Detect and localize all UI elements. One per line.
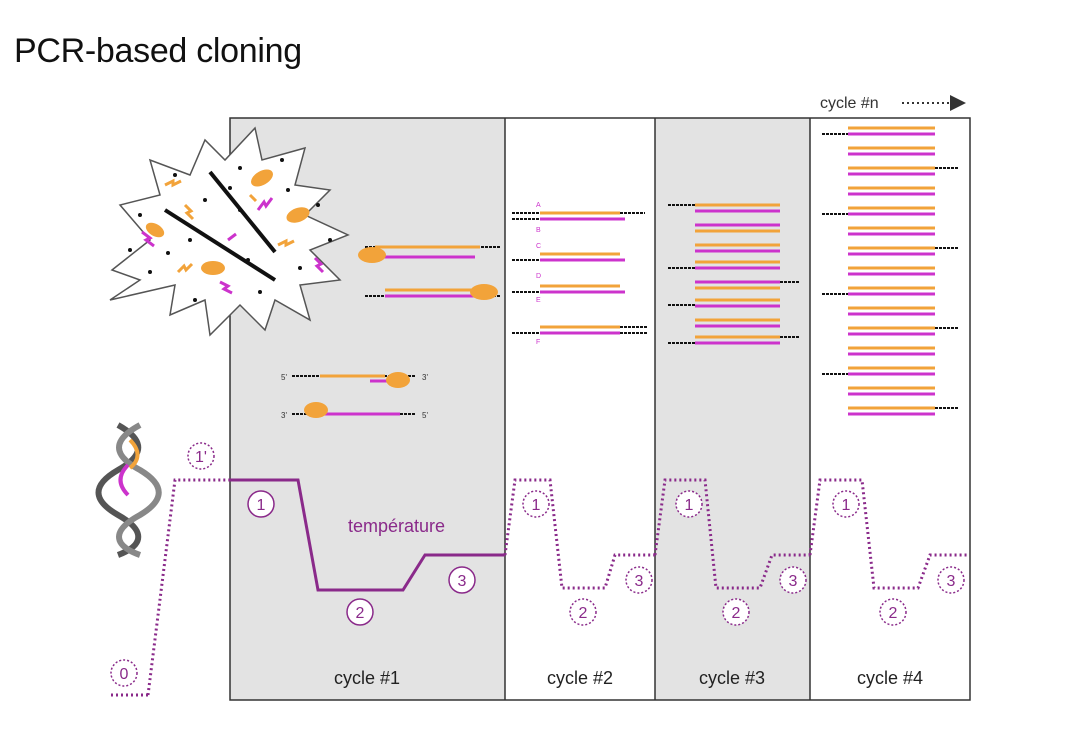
svg-text:1: 1 <box>532 497 541 514</box>
svg-text:5': 5' <box>281 373 287 382</box>
cycle-1-lower-strands: 5' 3' 3' 5' <box>281 372 428 420</box>
lysed-cell <box>109 126 350 337</box>
step-three-marker: 3 <box>625 566 653 594</box>
cycle-3-strands <box>668 203 800 345</box>
step-zero-marker: 0 <box>110 659 138 687</box>
step-two-marker: 2 <box>879 598 907 626</box>
step-two-marker: 2 <box>722 598 750 626</box>
svg-text:1': 1' <box>195 449 207 466</box>
cycle-2-strands: A B C D E F <box>512 202 648 346</box>
svg-text:3': 3' <box>422 373 428 382</box>
svg-text:3: 3 <box>789 573 798 590</box>
cycle-3-label: cycle #3 <box>699 668 765 688</box>
cycle-1-upper-strands <box>358 245 500 300</box>
step-two-marker: 2 <box>346 598 374 626</box>
step-three-marker: 3 <box>779 566 807 594</box>
cycle-2-label: cycle #2 <box>547 668 613 688</box>
step-two-marker: 2 <box>569 598 597 626</box>
step-three-marker: 3 <box>448 566 476 594</box>
temperature-label: température <box>348 516 445 536</box>
step-markers: 0 1' 1 2 3 1 2 3 1 2 3 1 2 3 <box>110 442 965 687</box>
svg-text:3: 3 <box>458 573 467 590</box>
step-one-marker: 1 <box>832 490 860 518</box>
cycle-1-label: cycle #1 <box>334 668 400 688</box>
cycle-4-strands <box>822 126 958 416</box>
cycle-n-label: cycle #n <box>820 95 879 112</box>
step-one-marker: 1 <box>675 490 703 518</box>
svg-text:D: D <box>536 273 541 280</box>
temperature-profile <box>110 478 968 697</box>
panel-borders <box>229 117 971 701</box>
step-three-marker: 3 <box>937 566 965 594</box>
svg-text:C: C <box>536 243 541 250</box>
step-one-marker: 1 <box>522 490 550 518</box>
svg-text:2: 2 <box>732 605 741 622</box>
page-title: PCR-based cloning <box>14 32 302 70</box>
svg-text:F: F <box>536 339 540 346</box>
step-one-marker: 1 <box>247 490 275 518</box>
svg-text:3: 3 <box>635 573 644 590</box>
step-one_prime-marker: 1' <box>187 442 215 470</box>
svg-text:B: B <box>536 227 541 234</box>
cycle-4-label: cycle #4 <box>857 668 923 688</box>
svg-text:1: 1 <box>842 497 851 514</box>
svg-text:5': 5' <box>422 411 428 420</box>
svg-text:0: 0 <box>120 666 129 683</box>
svg-text:2: 2 <box>356 605 365 622</box>
svg-text:2: 2 <box>889 605 898 622</box>
svg-text:3': 3' <box>281 411 287 420</box>
svg-text:3: 3 <box>947 573 956 590</box>
svg-text:E: E <box>536 297 541 304</box>
svg-text:A: A <box>536 202 541 209</box>
svg-text:1: 1 <box>685 497 694 514</box>
cycle-labels: cycle #1 cycle #2 cycle #3 cycle #4 <box>334 668 923 688</box>
svg-text:2: 2 <box>579 605 588 622</box>
svg-text:1: 1 <box>257 497 266 514</box>
dna-helix-icon <box>95 422 162 558</box>
